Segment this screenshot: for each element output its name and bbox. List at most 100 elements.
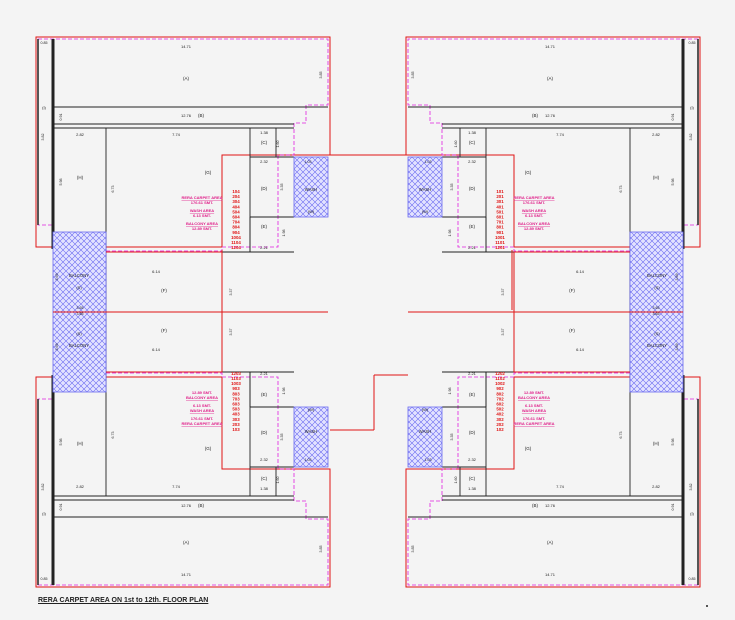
- wash-label: WASH: [419, 187, 431, 192]
- balcony-area-value: 12.89 SMT.: [524, 226, 544, 231]
- room-label-d: (D): [469, 430, 476, 435]
- dim-label: 12.76: [181, 503, 192, 508]
- wash-area-value: 6.13 SMT.: [193, 213, 211, 218]
- wash-label: WASH: [305, 187, 317, 192]
- dim-label: 1.03: [305, 458, 312, 462]
- room-label-g: (G): [205, 170, 212, 175]
- room-label-s: (S): [654, 285, 660, 290]
- flat-number: 104: [232, 189, 240, 194]
- rera-area-label: RERA CARPET AREA: [513, 421, 554, 426]
- wash-area-label: WASH AREA: [190, 208, 214, 213]
- flat-number: 602: [496, 402, 504, 407]
- wash-area-label: WASH AREA: [522, 408, 546, 413]
- room-label-c: (C): [261, 140, 268, 145]
- dim-label: 3.65: [77, 312, 84, 316]
- flat-number: 603: [232, 402, 240, 407]
- flat-number: 503: [232, 407, 240, 412]
- balcony-area-value: 12.89 SMT.: [524, 226, 544, 231]
- room-label-w: (W): [422, 407, 429, 412]
- carpet-outline: [37, 372, 329, 586]
- dim-label: 3.85: [411, 546, 415, 553]
- dim-label: 2.32: [260, 457, 269, 462]
- dim-label: 3.35: [280, 434, 284, 441]
- dim-label: 1.98: [448, 230, 452, 237]
- wash-area-value: 6.13 SMT.: [193, 403, 211, 408]
- room-label-d: (D): [469, 186, 476, 191]
- flat-number: 403: [232, 412, 240, 417]
- room-label-i: (I): [690, 511, 694, 516]
- dim-label: 1.38: [260, 130, 269, 135]
- room-label-b: (B): [532, 503, 539, 508]
- flat-number: 202: [496, 422, 504, 427]
- room-label-s: (S): [76, 285, 82, 290]
- room-label-f: (F): [569, 328, 575, 333]
- room-label-w: (W): [308, 407, 315, 412]
- room-label-c: (C): [261, 140, 268, 145]
- room-label-b: (B): [198, 113, 205, 118]
- room-label-s: (S): [654, 285, 660, 290]
- dim-label: 1.38: [260, 130, 269, 135]
- balcony-label: BALCONY: [647, 343, 667, 348]
- outer-wall: [405, 36, 701, 248]
- balcony-area-label: BALCONY AREA: [186, 395, 218, 400]
- flat-number: 101: [496, 189, 504, 194]
- balcony-area-label: BALCONY AREA: [186, 221, 218, 226]
- dim-label: 3.65: [77, 306, 84, 310]
- flat-number: 101: [496, 189, 504, 194]
- dim-label: 14.71: [545, 44, 556, 49]
- flat-number: 1202: [495, 371, 505, 376]
- room-label-g: (G): [205, 446, 212, 451]
- dim-label: 3.35: [450, 184, 454, 191]
- dim-label: 6.14: [576, 269, 585, 274]
- dim-label: 1.03: [305, 160, 312, 164]
- flat-number: 1103: [231, 376, 241, 381]
- wash-area-label: WASH AREA: [522, 208, 546, 213]
- flat-number: 803: [232, 391, 240, 396]
- flat-number: 304: [232, 199, 240, 204]
- dim-label: 1.60: [276, 141, 280, 148]
- rera-area-label: RERA CARPET AREA: [181, 421, 222, 426]
- room-label-w: (W): [308, 209, 315, 214]
- balcony-area-value: 12.89 SMT.: [192, 390, 212, 395]
- balcony-area-value: 12.89 SMT.: [524, 390, 544, 395]
- dim-label: 1.60: [276, 477, 280, 484]
- flat-number: 1001: [495, 235, 505, 240]
- room-label-c: (C): [469, 140, 476, 145]
- dot-marker: [706, 605, 708, 607]
- dim-label: 1.98: [282, 388, 286, 395]
- balcony-area: [52, 231, 107, 313]
- wash-area: [293, 156, 329, 218]
- dim-label: 3.69: [55, 274, 59, 281]
- rera-area-value: 176.61 SMT.: [523, 200, 545, 205]
- rera-area-label: RERA CARPET AREA: [513, 421, 554, 426]
- flat-number: 1102: [495, 376, 505, 381]
- flat-number: 802: [496, 391, 504, 396]
- dim-label: 3.35: [450, 184, 454, 191]
- flat-number: 501: [496, 209, 504, 214]
- dim-label: 5.98: [671, 179, 675, 186]
- balcony-area-label: BALCONY AREA: [518, 395, 550, 400]
- flat-number: 502: [496, 407, 504, 412]
- wash-area-label: WASH AREA: [522, 208, 546, 213]
- dim-label: 3.69: [675, 274, 679, 281]
- wash-area: [407, 406, 443, 468]
- living-wall: [106, 251, 223, 312]
- dim-label: 2.82: [652, 484, 661, 489]
- dim-label: 3.82: [41, 134, 45, 141]
- room-label-g: (G): [525, 446, 532, 451]
- flat-number: 801: [496, 225, 504, 230]
- dim-label: 3.65: [77, 312, 84, 316]
- dim-label: 6.14: [152, 347, 161, 352]
- dim-label: 1.38: [260, 486, 269, 491]
- flat-number: 701: [496, 220, 504, 225]
- flat-number: 303: [232, 417, 240, 422]
- room-label-s: (S): [76, 331, 82, 336]
- dim-label: 3.65: [653, 312, 660, 316]
- dim-label: 3.85: [319, 546, 323, 553]
- carpet-outline: [37, 38, 329, 252]
- room-label-c: (C): [469, 476, 476, 481]
- dim-label: 12.76: [545, 113, 556, 118]
- room-label-d: (D): [261, 186, 268, 191]
- room-label-a: (A): [547, 540, 554, 545]
